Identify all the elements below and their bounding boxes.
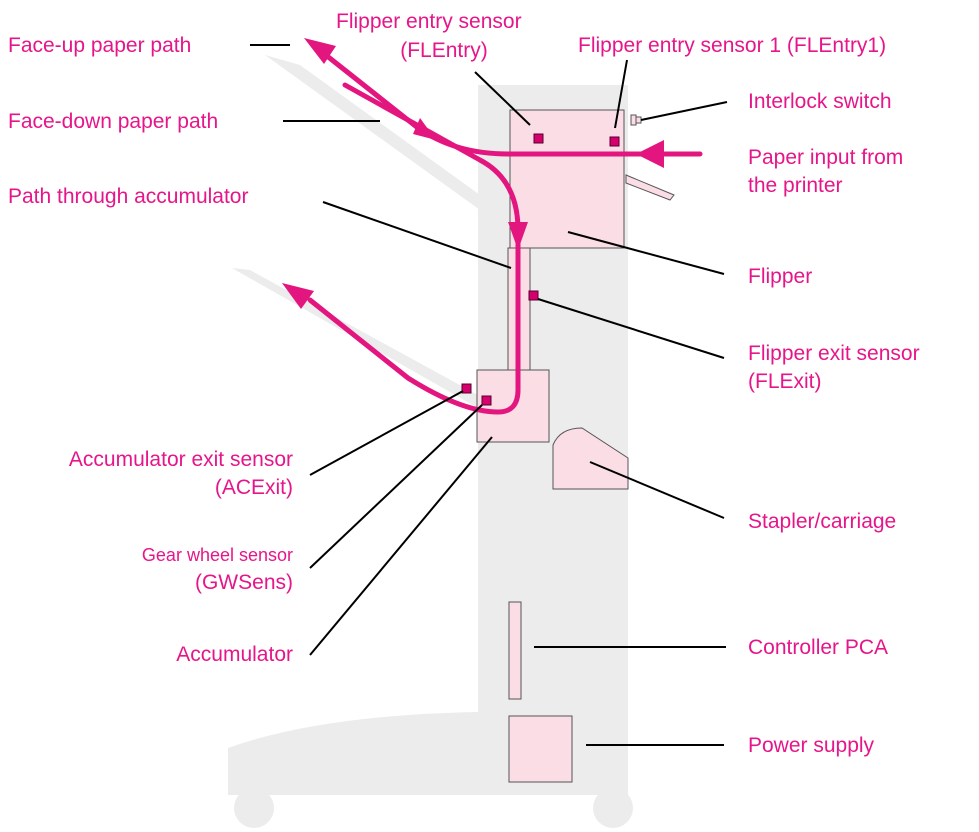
label-accumulator: Accumulator — [176, 643, 293, 666]
paper-paths — [282, 38, 703, 415]
stapler-carriage-shape — [552, 427, 629, 490]
leader-interlock — [640, 101, 728, 121]
label-flipper-exit-sensor: Flipper exit sensor — [748, 342, 920, 365]
leader-flentry1 — [614, 59, 628, 129]
label-gear-wheel-sensor: Gear wheel sensor — [142, 545, 293, 565]
components — [476, 109, 675, 783]
label-flipper: Flipper — [748, 265, 812, 288]
leader-path-accumulator — [322, 201, 512, 269]
label-gear-wheel-sensor-code: (GWSens) — [195, 571, 293, 594]
leader-stapler — [589, 461, 725, 519]
flexit-sensor-icon — [528, 290, 539, 301]
sensors — [461, 133, 620, 406]
face-up-arrowhead — [304, 38, 336, 64]
label-flipper-entry-sensor-code: (FLEntry) — [400, 39, 488, 62]
gwsens-sensor-icon — [481, 395, 492, 406]
power-supply-box — [508, 715, 573, 783]
upper-output-tray-shadow — [265, 55, 480, 210]
label-paper-input-line1: Paper input from — [748, 146, 903, 169]
label-flipper-entry-sensor-1: Flipper entry sensor 1 (FLEntry1) — [578, 34, 886, 57]
label-accumulator-exit-sensor: Accumulator exit sensor — [69, 448, 293, 471]
leader-flexit — [537, 298, 725, 359]
interlock-switch-icon — [630, 114, 637, 126]
accumulator-arrowhead — [282, 283, 314, 309]
label-accumulator-exit-sensor-code: (ACExit) — [215, 476, 293, 499]
labels: Face-up paper path Face-down paper path … — [8, 10, 920, 757]
face-down-arrowhead-upper — [413, 118, 436, 140]
leader-flentry — [474, 71, 531, 126]
label-paper-input-line2: the printer — [748, 174, 843, 197]
flentry-sensor-icon — [533, 133, 544, 144]
label-interlock-switch: Interlock switch — [748, 90, 892, 113]
label-controller-pca: Controller PCA — [748, 636, 888, 659]
face-down-arrowhead-lower — [508, 222, 528, 250]
interlock-switch-tip-icon — [635, 116, 642, 124]
label-stapler-carriage: Stapler/carriage — [748, 510, 896, 533]
label-path-through-accumulator: Path through accumulator — [8, 185, 248, 208]
leader-accumulator — [309, 436, 493, 656]
acexit-sensor-icon — [461, 383, 472, 394]
label-power-supply: Power supply — [748, 734, 875, 757]
accumulator-paper-path-line — [307, 247, 521, 415]
flipper-exit-tray — [625, 174, 675, 201]
label-face-down-path: Face-down paper path — [8, 110, 218, 133]
flipper-box — [509, 109, 625, 249]
paper-input-arrowhead — [636, 140, 664, 168]
leader-gwsens — [309, 404, 483, 569]
leader-acexit — [309, 390, 464, 476]
label-flipper-entry-sensor: Flipper entry sensor — [336, 10, 522, 33]
leader-flipper — [567, 231, 725, 275]
label-flipper-exit-sensor-code: (FLExit) — [748, 370, 822, 393]
flentry1-sensor-icon — [609, 136, 620, 147]
caster-wheel-left-icon — [234, 788, 274, 828]
label-face-up-path: Face-up paper path — [8, 34, 191, 57]
caster-wheel-right-icon — [593, 788, 633, 828]
controller-pca-board — [508, 601, 522, 700]
leader-lines — [250, 44, 728, 746]
